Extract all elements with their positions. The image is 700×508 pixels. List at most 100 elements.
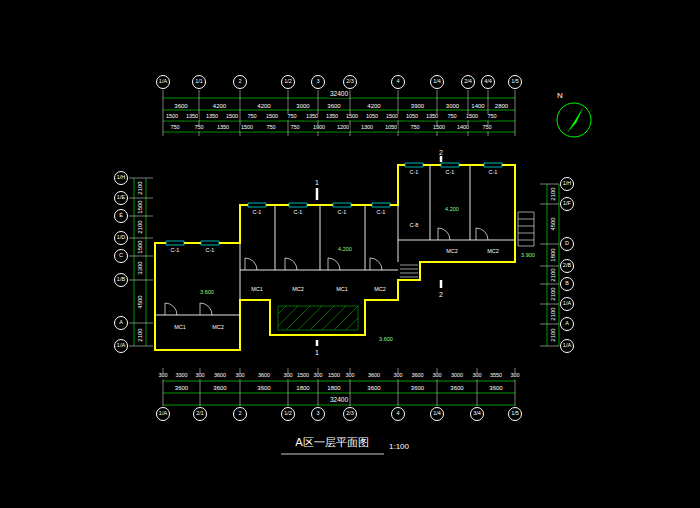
axis-label: D bbox=[565, 241, 569, 247]
axis-bubble: 1/H bbox=[114, 171, 128, 185]
detail-dimension: 1350 bbox=[425, 114, 439, 120]
axis-bubble: 1/B bbox=[114, 273, 128, 287]
axis-bubble: 1/2 bbox=[281, 75, 295, 89]
detail-dimension: 300 bbox=[234, 373, 245, 379]
axis-label: 1/H bbox=[117, 175, 126, 181]
detail-dimension: 1200 bbox=[336, 125, 350, 131]
detail-dimension: 1050 bbox=[365, 114, 379, 120]
axis-bubble: 2/3 bbox=[343, 75, 357, 89]
axis-label: 1/B bbox=[117, 277, 125, 283]
axis-bubble: 1/E bbox=[114, 191, 128, 205]
detail-dimension: 750 bbox=[169, 125, 180, 131]
detail-dimension: 1350 bbox=[205, 114, 219, 120]
axis-label: 2/4 bbox=[464, 79, 472, 85]
bay-dimension: 3600 bbox=[173, 103, 188, 109]
window-tag: C-1 bbox=[445, 170, 456, 176]
detail-dimension: 3550 bbox=[489, 373, 503, 379]
axis-label: 1/E bbox=[117, 195, 125, 201]
bay-dimension: 2100 bbox=[550, 306, 556, 321]
axis-label: 3/4 bbox=[473, 411, 481, 417]
elevation-mark: 3.900 bbox=[520, 253, 536, 259]
axis-bubble: 1/5 bbox=[508, 407, 522, 421]
axis-bubble: B bbox=[560, 277, 574, 291]
detail-dimension: 1500 bbox=[165, 114, 179, 120]
detail-dimension: 1050 bbox=[384, 125, 398, 131]
door-tag: MC2 bbox=[445, 249, 459, 255]
bay-dimension: 3600 bbox=[366, 385, 381, 391]
dimension-lines bbox=[134, 98, 559, 405]
bay-dimension: 3300 bbox=[137, 260, 143, 275]
bay-dimension: 2800 bbox=[494, 103, 509, 109]
detail-dimension: 750 bbox=[286, 114, 297, 120]
axis-bubble: 4 bbox=[391, 75, 405, 89]
axis-bubble: 1/F bbox=[560, 197, 574, 211]
axis-bubble: C bbox=[114, 249, 128, 263]
detail-dimension: 300 bbox=[312, 373, 323, 379]
axis-label: A bbox=[119, 320, 123, 326]
detail-dimension: 300 bbox=[194, 373, 205, 379]
detail-dimension: 1500 bbox=[265, 114, 279, 120]
bay-dimension: 2100 bbox=[550, 186, 556, 201]
section-number: 2 bbox=[438, 291, 444, 298]
bay-dimension: 3600 bbox=[410, 385, 425, 391]
window-tag: C-1 bbox=[252, 210, 263, 216]
bay-dimension: 4200 bbox=[366, 103, 381, 109]
axis-bubble: 4 bbox=[391, 407, 405, 421]
detail-dimension: 1350 bbox=[216, 125, 230, 131]
north-label: N bbox=[556, 92, 564, 100]
detail-dimension: 750 bbox=[409, 125, 420, 131]
bay-dimension: 2100 bbox=[137, 219, 143, 234]
detail-dimension: 1350 bbox=[185, 114, 199, 120]
detail-dimension: 750 bbox=[481, 125, 492, 131]
axis-label: 3 bbox=[316, 411, 319, 417]
axis-bubble: 1/4 bbox=[430, 75, 444, 89]
axis-bubble: 3/4 bbox=[470, 407, 484, 421]
axis-bubble: 2/B bbox=[560, 259, 574, 273]
axis-bubble: 2 bbox=[233, 75, 247, 89]
axis-label: 1/A bbox=[563, 343, 571, 349]
axis-label: 1/5 bbox=[511, 79, 519, 85]
detail-dimension: 300 bbox=[282, 373, 293, 379]
detail-dimension: 3600 bbox=[213, 373, 227, 379]
section-number: 1 bbox=[314, 179, 320, 186]
window-tag: C-8 bbox=[409, 223, 420, 229]
overall-dimension: 32400 bbox=[329, 91, 349, 98]
bay-dimension: 3000 bbox=[295, 103, 310, 109]
detail-dimension: 3300 bbox=[174, 373, 188, 379]
detail-dimension: 1500 bbox=[327, 373, 341, 379]
bay-dimension: 4500 bbox=[550, 216, 556, 231]
detail-dimension: 1500 bbox=[385, 114, 399, 120]
axis-bubble: 1/A bbox=[156, 407, 170, 421]
detail-dimension: 750 bbox=[446, 114, 457, 120]
detail-dimension: 1300 bbox=[360, 125, 374, 131]
detail-dimension: 1500 bbox=[432, 125, 446, 131]
bay-dimension: 1500 bbox=[137, 199, 143, 214]
window-tag: C-1 bbox=[488, 170, 499, 176]
axis-bubble: 3 bbox=[311, 75, 325, 89]
axis-label: 2/3 bbox=[346, 411, 354, 417]
axis-label: 1/2 bbox=[284, 79, 292, 85]
axis-bubble: 1/2 bbox=[281, 407, 295, 421]
title-underline bbox=[281, 454, 384, 455]
axis-bubble: 1/1 bbox=[192, 75, 206, 89]
axis-bubble: 2/4 bbox=[461, 75, 475, 89]
bay-dimension: 2100 bbox=[550, 327, 556, 342]
axis-bubble: 1/H bbox=[560, 177, 574, 191]
bay-dimension: 3600 bbox=[174, 385, 189, 391]
axis-bubble: 1/A bbox=[156, 75, 170, 89]
detail-dimension: 300 bbox=[431, 373, 442, 379]
elevation-mark: 4.200 bbox=[337, 247, 353, 253]
axis-label: 1/A bbox=[563, 301, 571, 307]
axis-label: 2 bbox=[238, 79, 241, 85]
bay-dimension: 3600 bbox=[212, 385, 227, 391]
axis-label: 1/D bbox=[117, 235, 126, 241]
bay-dimension: 1800 bbox=[550, 247, 556, 262]
axis-label: A bbox=[565, 321, 569, 327]
detail-dimension: 1500 bbox=[240, 125, 254, 131]
overall-dimension: 32400 bbox=[329, 397, 349, 404]
axis-label: 4/4 bbox=[484, 79, 492, 85]
window-tag: C-1 bbox=[376, 210, 387, 216]
axis-bubble: 1/A bbox=[560, 339, 574, 353]
detail-dimension: 750 bbox=[289, 125, 300, 131]
axis-label: 2/1 bbox=[196, 411, 204, 417]
